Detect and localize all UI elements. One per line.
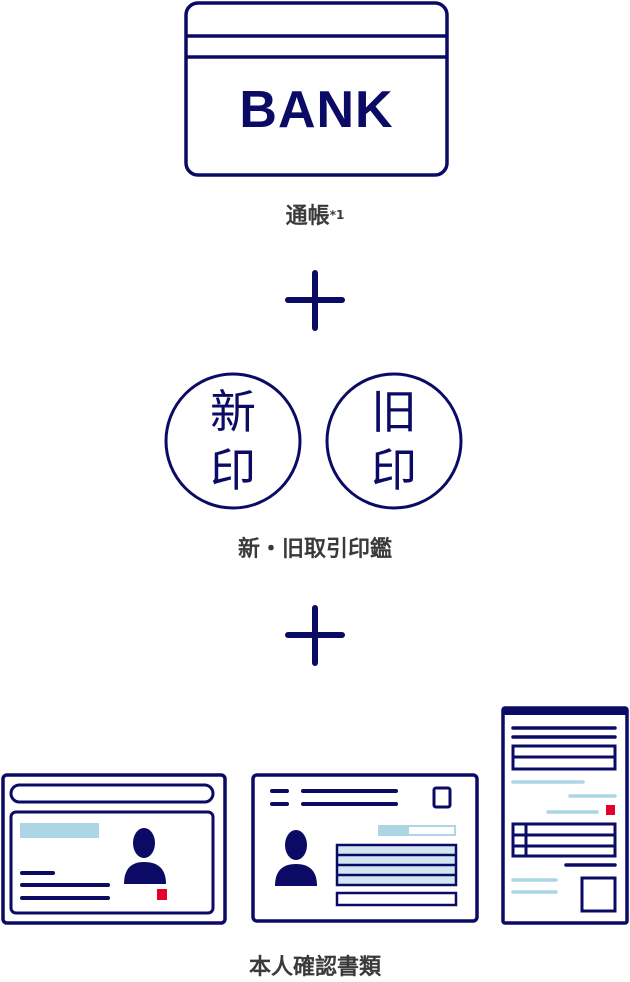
new-seal-char-2: 印: [210, 443, 256, 497]
bankbook-card-icon: [184, 1, 449, 177]
seals-label: 新・旧取引印鑑: [237, 537, 392, 562]
plus-icon: [285, 270, 345, 331]
bankbook-label: 通帳*1: [0, 203, 630, 231]
residence-certificate-icon: [501, 706, 629, 925]
id-documents-label: 本人確認書類: [248, 955, 381, 980]
bank-card-text: BANK: [239, 81, 394, 139]
plus-icon: [285, 605, 345, 666]
id-card-license-icon: [1, 773, 227, 925]
new-seal-icon: [164, 372, 302, 510]
footnote-marker: *1: [329, 208, 345, 222]
old-seal-char-2: 印: [371, 443, 417, 497]
old-seal-char-1: 旧: [371, 385, 417, 439]
old-seal-icon: [325, 372, 463, 510]
bankbook-label-text: 通帳: [285, 204, 330, 229]
id-card-mynumber-icon: [251, 773, 479, 923]
new-seal-char-1: 新: [210, 385, 256, 439]
